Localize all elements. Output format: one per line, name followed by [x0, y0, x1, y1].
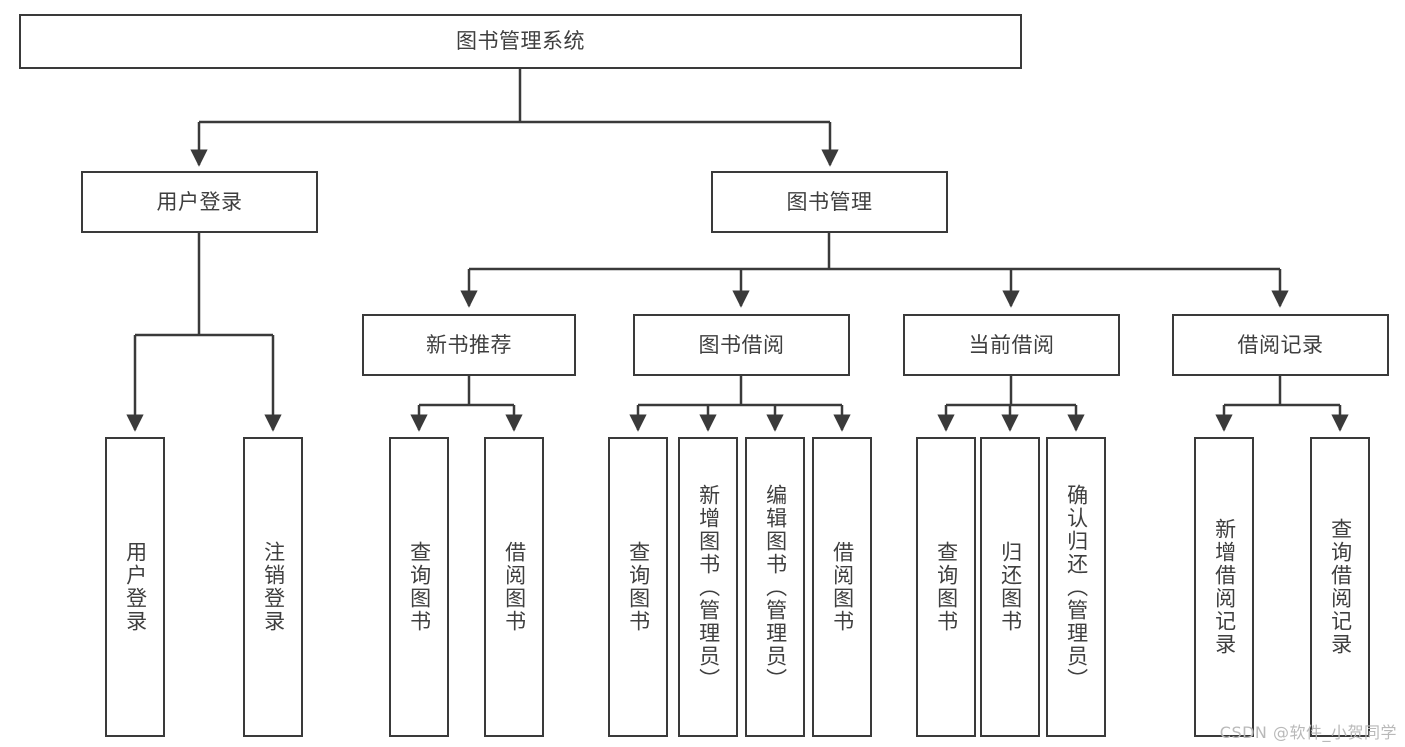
node-user-login-label: 用户登录	[156, 189, 243, 214]
node-book-manage-label: 图书管理	[786, 189, 873, 214]
node-leaf-borrow-do[interactable]: 借阅图书	[812, 437, 872, 737]
node-leaf-cur-confirm[interactable]: 确认归还（管理员）	[1046, 437, 1106, 737]
node-leaf-user-login-label: 用户登录	[123, 541, 148, 633]
node-root[interactable]: 图书管理系统	[19, 14, 1022, 69]
node-new-book-rec[interactable]: 新书推荐	[362, 314, 576, 376]
node-leaf-cur-query[interactable]: 查询图书	[916, 437, 976, 737]
node-leaf-rec-query-label: 查询图书	[407, 541, 432, 633]
node-current-borrow[interactable]: 当前借阅	[903, 314, 1120, 376]
node-user-login[interactable]: 用户登录	[81, 171, 318, 233]
node-leaf-cur-confirm-label: 确认归还（管理员）	[1064, 483, 1089, 691]
csdn-watermark: CSDN @软件_小贺同学	[1219, 723, 1397, 742]
node-leaf-rec-borrow[interactable]: 借阅图书	[484, 437, 544, 737]
node-borrow-record-label: 借阅记录	[1237, 332, 1324, 357]
node-leaf-user-login[interactable]: 用户登录	[105, 437, 165, 737]
node-book-borrow-label: 图书借阅	[698, 332, 785, 357]
node-leaf-borrow-edit[interactable]: 编辑图书（管理员）	[745, 437, 805, 737]
node-leaf-cur-query-label: 查询图书	[934, 541, 959, 633]
node-leaf-borrow-query-label: 查询图书	[626, 541, 651, 633]
node-current-borrow-label: 当前借阅	[968, 332, 1055, 357]
node-leaf-borrow-do-label: 借阅图书	[830, 541, 855, 633]
node-borrow-record[interactable]: 借阅记录	[1172, 314, 1389, 376]
node-book-manage[interactable]: 图书管理	[711, 171, 948, 233]
node-root-label: 图书管理系统	[456, 29, 585, 54]
node-leaf-borrow-add[interactable]: 新增图书（管理员）	[678, 437, 738, 737]
node-leaf-rec-query[interactable]: 查询图书	[389, 437, 449, 737]
node-leaf-cur-return-label: 归还图书	[998, 541, 1023, 633]
node-leaf-rec-borrow-label: 借阅图书	[502, 541, 527, 633]
node-leaf-rec-add-label: 新增借阅记录	[1212, 518, 1237, 656]
node-leaf-cur-return[interactable]: 归还图书	[980, 437, 1040, 737]
node-leaf-rec-search[interactable]: 查询借阅记录	[1310, 437, 1370, 737]
node-leaf-rec-add[interactable]: 新增借阅记录	[1194, 437, 1254, 737]
node-leaf-borrow-edit-label: 编辑图书（管理员）	[763, 483, 788, 691]
node-leaf-borrow-add-label: 新增图书（管理员）	[696, 483, 721, 691]
node-leaf-rec-search-label: 查询借阅记录	[1328, 518, 1353, 656]
node-leaf-borrow-query[interactable]: 查询图书	[608, 437, 668, 737]
node-book-borrow[interactable]: 图书借阅	[633, 314, 850, 376]
node-leaf-user-logout[interactable]: 注销登录	[243, 437, 303, 737]
node-leaf-user-logout-label: 注销登录	[261, 541, 286, 633]
node-new-book-rec-label: 新书推荐	[426, 332, 512, 357]
